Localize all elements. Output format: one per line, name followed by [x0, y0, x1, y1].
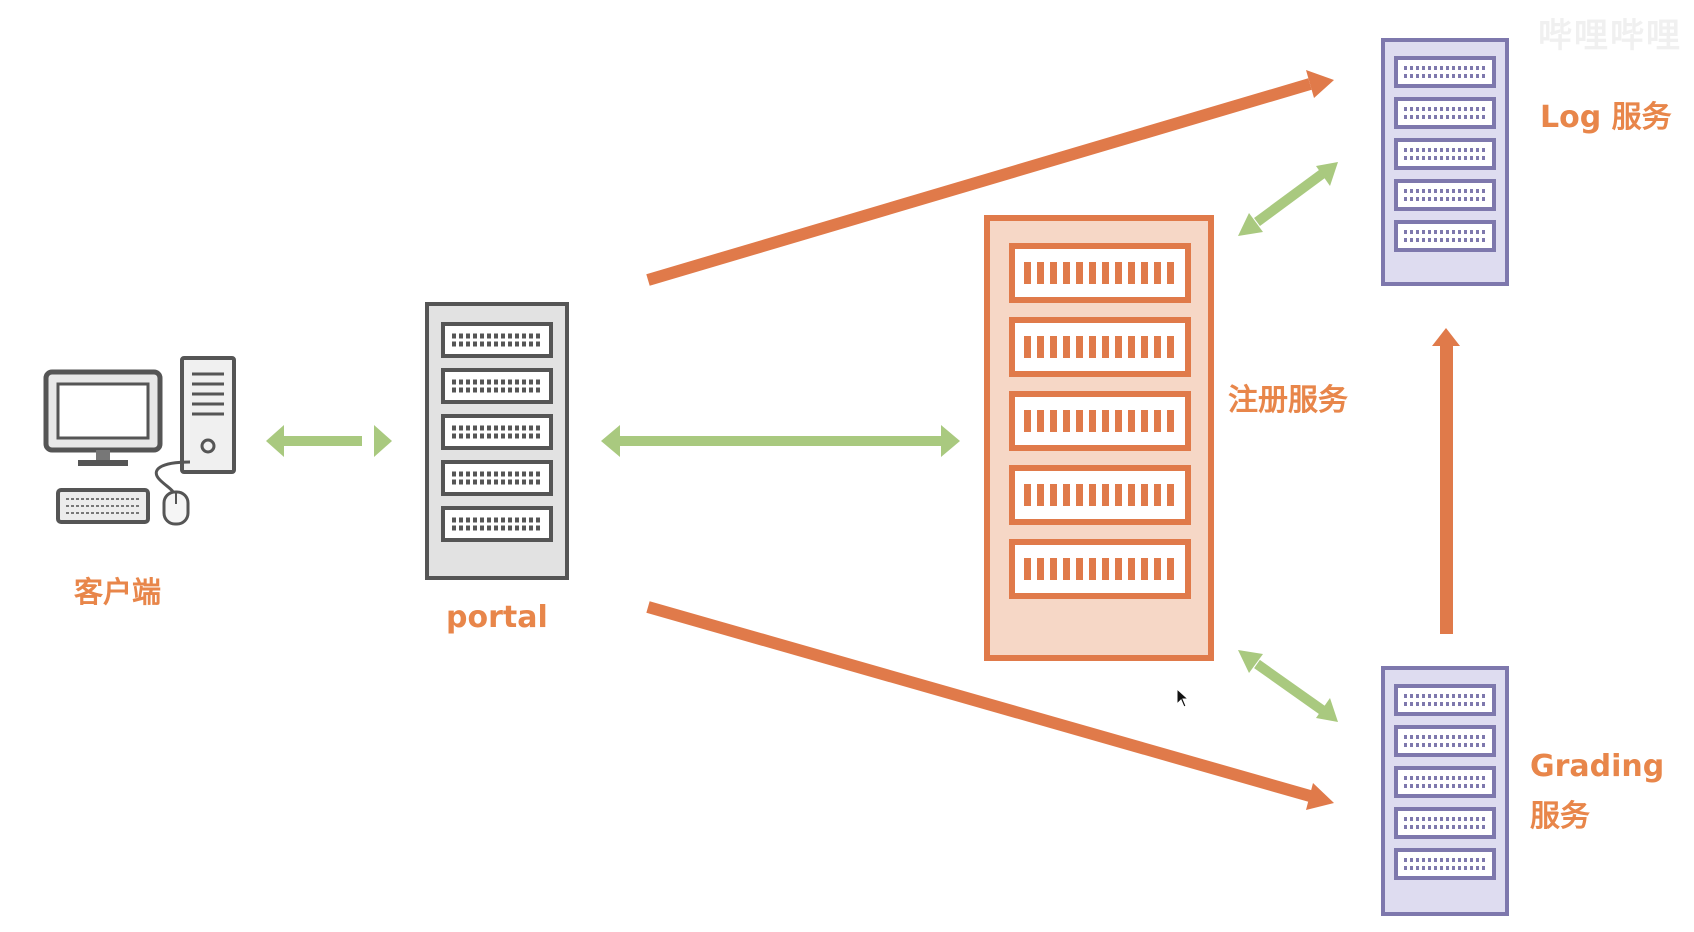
registry-label: 注册服务: [1228, 383, 1348, 418]
desktop-computer-icon: [43, 356, 236, 526]
arrow-client-portal: [266, 425, 392, 457]
portal-label: portal: [446, 600, 548, 635]
arrow-registry-log: [1238, 162, 1338, 236]
registry-server-icon: [984, 215, 1214, 661]
portal-server-icon: [425, 302, 569, 580]
mouse-cursor-icon: [1176, 688, 1190, 708]
arrow-grading-log: [1432, 328, 1460, 634]
grading-label-line1: Grading: [1530, 749, 1665, 784]
client-label: 客户端: [74, 575, 162, 609]
watermark: 哔哩哔哩: [1538, 16, 1682, 56]
grading-server-icon: [1381, 666, 1509, 916]
arrow-registry-grading: [1238, 650, 1338, 722]
grading-label-line2: 服务: [1530, 799, 1590, 834]
log-label: Log 服务: [1540, 100, 1672, 135]
arrow-portal-grading: [646, 601, 1334, 810]
arrow-portal-registry: [601, 425, 960, 457]
log-server-icon: [1381, 38, 1509, 286]
arrow-portal-log: [646, 70, 1334, 286]
